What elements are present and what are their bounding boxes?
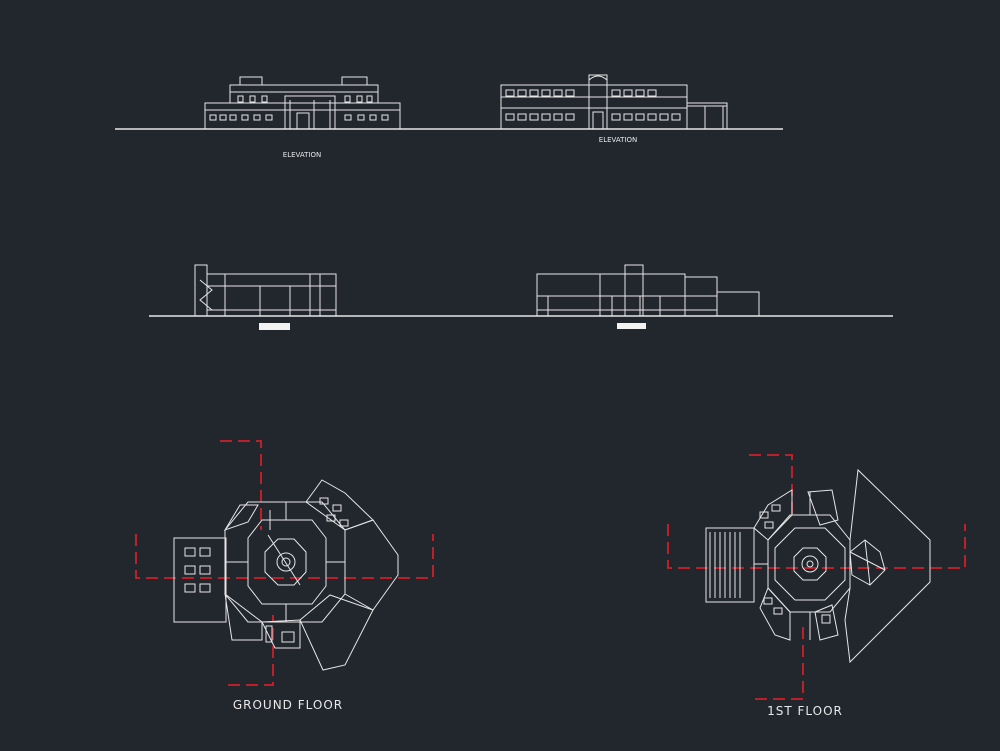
first-floor-axis-lines: [667, 454, 966, 700]
elevation-front-left: [115, 76, 457, 130]
section-left: [149, 264, 363, 317]
ground-floor-label: GROUND FLOOR: [233, 698, 343, 712]
first-floor-label: 1ST FLOOR: [767, 704, 843, 718]
ground-floor-plan: [173, 479, 399, 671]
elevation-right-label: ELEVATION: [599, 136, 637, 144]
ground-floor-axis-lines: [135, 440, 434, 686]
section-right-scale-bar: [617, 323, 646, 329]
first-floor-plan: [705, 468, 931, 664]
section-left-scale-bar: [259, 323, 290, 330]
elevation-left-label: ELEVATION: [283, 151, 321, 159]
elevation-front-right: [457, 74, 783, 130]
section-right: [363, 264, 893, 317]
